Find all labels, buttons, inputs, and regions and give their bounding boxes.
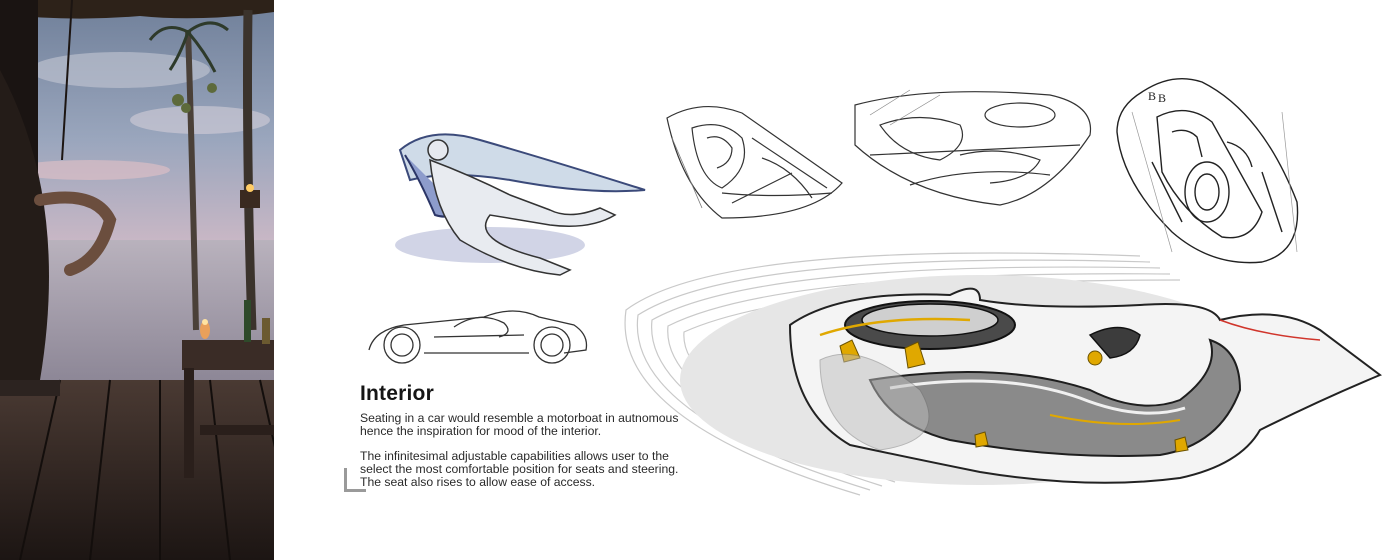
description-paragraph-2: The infinitesimal adjustable capabilitie… [360, 449, 679, 489]
top-down-vehicle-sketch: B B [1112, 72, 1312, 272]
description-paragraph-1: Seating in a car would resemble a motorb… [360, 411, 679, 438]
svg-text:B: B [1148, 89, 1156, 103]
reclining-pod-sketch [390, 120, 660, 280]
section-title: Interior [360, 382, 434, 405]
side-view-car-sketch [364, 295, 594, 365]
corner-bracket-icon [344, 468, 366, 492]
interior-description: Interior Seating in a car would resemble… [360, 382, 700, 501]
main-interior-rendering [620, 240, 1390, 540]
cockpit-perspective-sketch [850, 85, 1100, 215]
seat-top-view-sketch [662, 98, 847, 223]
inspiration-photo [0, 0, 274, 560]
svg-text:B: B [1158, 91, 1166, 105]
